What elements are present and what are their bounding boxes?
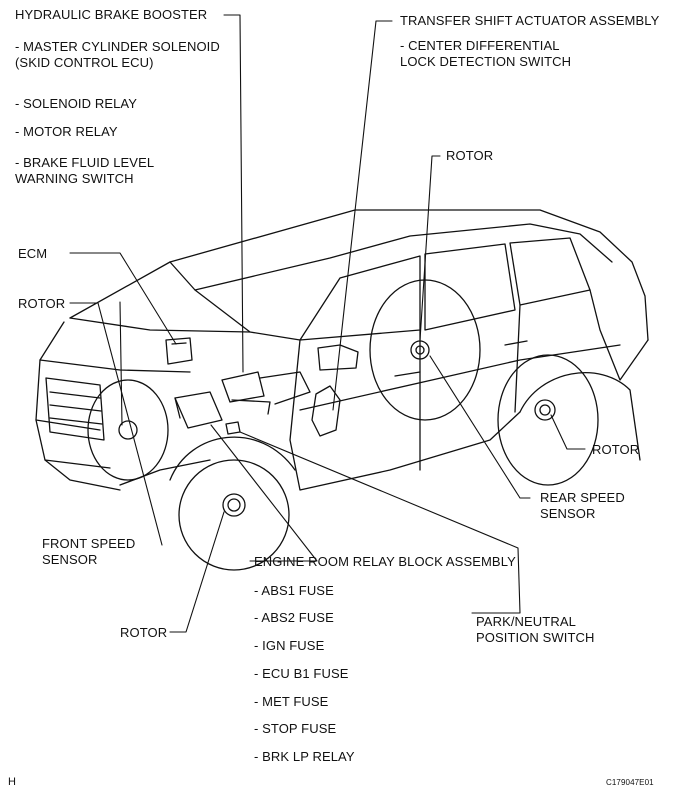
label-master-cylinder-solenoid: - MASTER CYLINDER SOLENOID (SKID CONTROL… xyxy=(15,39,220,70)
wheels xyxy=(87,279,599,571)
label-solenoid-relay: - SOLENOID RELAY xyxy=(15,96,138,111)
label-rotor-rear-left: ROTOR xyxy=(446,148,494,163)
vehicle-body xyxy=(35,209,649,491)
leader-lines xyxy=(69,14,586,633)
label-rotor-rear-right: ROTOR xyxy=(592,442,640,457)
label-abs1-fuse: - ABS1 FUSE xyxy=(254,583,334,598)
label-center-differential-switch: - CENTER DIFFERENTIAL LOCK DETECTION SWI… xyxy=(400,38,572,69)
label-ecu-b1-fuse: - ECU B1 FUSE xyxy=(254,666,349,681)
label-hydraulic-brake-booster: HYDRAULIC BRAKE BOOSTER xyxy=(15,7,208,22)
label-motor-relay: - MOTOR RELAY xyxy=(15,124,118,139)
label-met-fuse: - MET FUSE xyxy=(254,694,329,709)
label-stop-fuse: - STOP FUSE xyxy=(254,721,337,736)
engine-components xyxy=(119,337,341,486)
label-park-neutral-position-switch: PARK/NEUTRAL POSITION SWITCH xyxy=(476,614,595,645)
label-brake-fluid-level-switch: - BRAKE FLUID LEVEL WARNING SWITCH xyxy=(15,155,155,186)
label-ign-fuse: - IGN FUSE xyxy=(254,638,325,653)
label-rotor-front-left: ROTOR xyxy=(18,296,66,311)
label-ecm: ECM xyxy=(18,246,48,261)
label-abs2-fuse: - ABS2 FUSE xyxy=(254,610,334,625)
label-front-speed-sensor: FRONT SPEED SENSOR xyxy=(42,536,136,567)
figure-code: C179047E01 xyxy=(606,778,654,787)
corner-mark: H xyxy=(8,776,17,788)
label-rear-speed-sensor: REAR SPEED SENSOR xyxy=(540,490,625,521)
label-engine-room-relay-block: ENGINE ROOM RELAY BLOCK ASSEMBLY xyxy=(254,554,516,569)
label-rotor-front-right: ROTOR xyxy=(120,625,168,640)
label-transfer-shift-actuator: TRANSFER SHIFT ACTUATOR ASSEMBLY xyxy=(400,13,660,28)
label-brk-lp-relay: - BRK LP RELAY xyxy=(254,749,355,764)
